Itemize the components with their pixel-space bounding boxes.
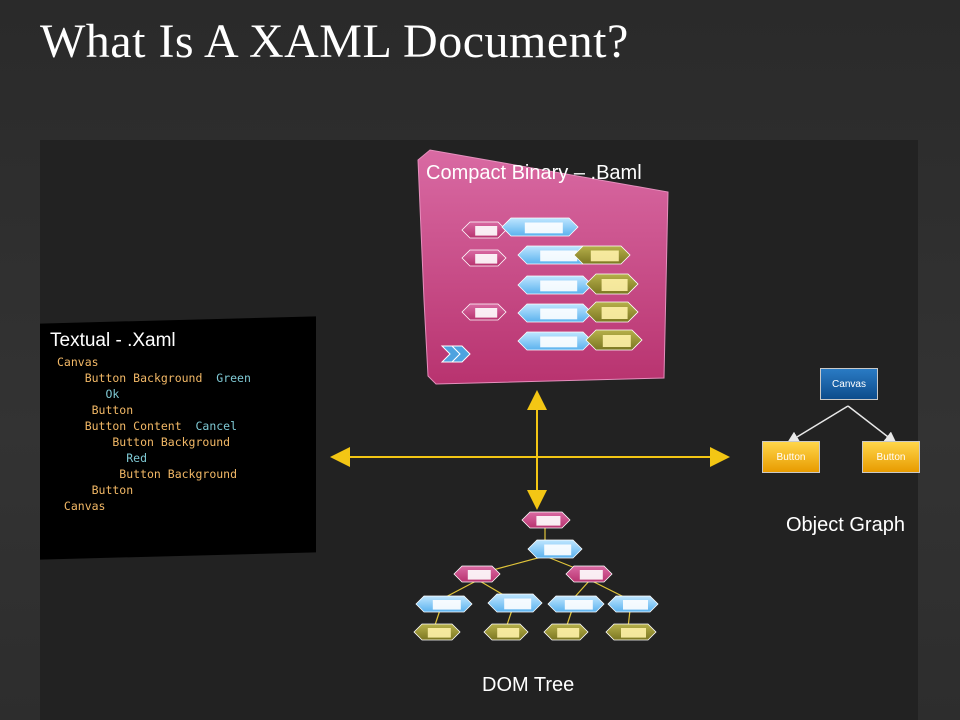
record-token-inner [504,598,532,610]
code-token: Ok [57,387,120,401]
object-graph-button-node: Button [762,441,820,473]
record-token-inner [524,222,563,234]
record-token-inner [475,254,498,264]
record-token-inner [540,308,578,320]
record-token-inner [497,628,520,638]
record-token-inner [544,544,572,556]
baml-record-rows [461,217,643,351]
code-token: Button [57,435,161,449]
record-token-inner [427,628,451,638]
dom-tree-label: DOM Tree [482,674,575,696]
record-token-inner [540,336,578,348]
record-token-inner [590,250,619,262]
code-line: Ok [57,386,251,402]
code-line: Canvas [57,354,251,370]
object-graph-label: Object Graph [786,514,905,536]
record-token-inner [475,226,498,236]
code-token: Content [133,419,189,433]
code-token: Green [209,371,251,385]
code-token: Background [167,467,238,481]
xaml-label: Textual - .Xaml [50,330,176,351]
record-token-inner [602,335,631,347]
record-token-inner [536,516,561,526]
record-token-inner [601,279,628,291]
record-token-inner [564,600,593,610]
object-graph-button-node: Button [862,441,920,473]
record-token-inner [475,308,498,318]
code-line: Red [57,450,251,466]
record-token-inner [601,307,628,319]
code-line: Button [57,482,251,498]
code-line: Button Background Green [57,370,251,386]
code-token: Button [57,483,134,497]
code-token: Button [57,467,168,481]
record-token-inner [540,250,578,262]
code-token: Background [160,435,231,449]
code-line: Button [57,402,251,418]
record-token-inner [557,628,580,638]
code-token: Button [57,371,134,385]
code-token: Background [133,371,210,385]
code-token: Button [57,403,134,417]
xaml-code: Canvas Button Background Green Ok Button… [57,354,251,514]
code-line: Button Background [57,466,251,482]
record-token-inner [432,600,461,610]
code-line: Button Background [57,434,251,450]
object-graph-edges [786,405,897,444]
baml-chevron-icon [440,345,471,363]
code-line: Button Content Cancel [57,418,251,434]
record-token-inner [540,280,578,292]
dom-tree [413,511,659,641]
code-token: Canvas [57,355,99,369]
code-line: Canvas [57,498,251,514]
record-token-inner [467,570,491,580]
object-graph-canvas-node: Canvas [820,368,878,400]
baml-label: Compact Binary – .Baml [426,162,642,184]
record-token-inner [621,628,646,638]
code-token: Cancel [188,419,238,433]
code-token: Button [57,419,134,433]
code-token: Red [57,451,148,465]
record-token-inner [579,570,603,580]
code-token: Canvas [57,499,106,513]
slide-title: What Is A XAML Document? [40,15,629,68]
record-token-inner [623,600,648,610]
